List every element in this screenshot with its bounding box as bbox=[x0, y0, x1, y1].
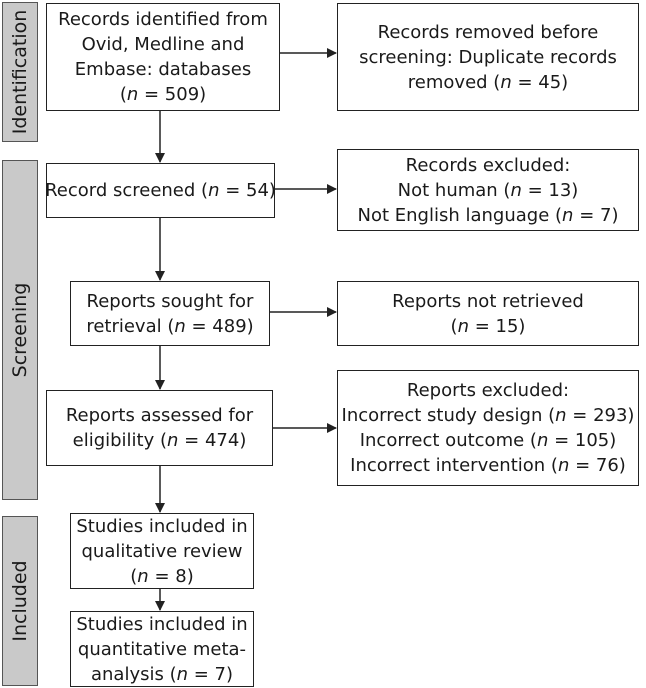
box-line: Incorrect intervention (n = 76) bbox=[350, 455, 626, 476]
box-line: qualitative review bbox=[81, 540, 243, 562]
phase-identification: Identification bbox=[2, 2, 38, 142]
box-line: Reports excluded: bbox=[406, 380, 570, 401]
box-line: Ovid, Medline and bbox=[81, 34, 245, 55]
box-line: Incorrect outcome (n = 105) bbox=[359, 430, 617, 451]
box-line: Not English language (n = 7) bbox=[357, 204, 619, 226]
box-reports-sought: Reports sought for retrieval (n = 489) bbox=[70, 281, 270, 346]
box-line: retrieval (n = 489) bbox=[86, 315, 254, 337]
box-reports-not-retrieved: Reports not retrieved (n = 15) bbox=[337, 281, 639, 346]
box-line: Not human (n = 13) bbox=[397, 179, 579, 201]
box-records-identified: Records identified from Ovid, Medline an… bbox=[46, 3, 280, 111]
box-line: Reports sought for bbox=[86, 290, 254, 312]
box-reports-assessed: Reports assessed for eligibility (n = 47… bbox=[46, 390, 273, 466]
box-line: removed (n = 45) bbox=[407, 71, 569, 93]
box-record-screened: Record screened (n = 54) bbox=[45, 163, 276, 218]
phase-included: Included bbox=[2, 516, 38, 686]
box-line: Reports not retrieved bbox=[392, 290, 584, 312]
box-line: quantitative meta- bbox=[77, 638, 247, 660]
box-line: screening: Duplicate records bbox=[359, 46, 617, 68]
box-line: Records excluded: bbox=[405, 154, 571, 176]
box-line: Record screened (n = 54) bbox=[45, 180, 276, 201]
phase-screening-label: Screening bbox=[9, 282, 31, 378]
box-line: Incorrect study design (n = 293) bbox=[341, 405, 635, 426]
phase-included-label: Included bbox=[9, 560, 31, 642]
box-line: Studies included in bbox=[76, 515, 248, 537]
box-line: Records removed before bbox=[377, 21, 599, 43]
phase-identification-label: Identification bbox=[9, 9, 31, 135]
box-quantitative-meta-analysis: Studies included in quantitative meta- a… bbox=[70, 611, 254, 687]
box-qualitative-review: Studies included in qualitative review (… bbox=[70, 513, 254, 589]
box-records-removed: Records removed before screening: Duplic… bbox=[337, 3, 639, 111]
box-line: (n = 15) bbox=[450, 315, 526, 337]
box-line: Records identified from bbox=[58, 9, 268, 30]
box-line: Reports assessed for bbox=[65, 405, 254, 426]
phase-screening: Screening bbox=[2, 160, 38, 500]
box-line: (n = 509) bbox=[119, 84, 207, 105]
box-records-excluded: Records excluded: Not human (n = 13) Not… bbox=[337, 149, 639, 231]
box-line: analysis (n = 7) bbox=[90, 663, 234, 685]
box-line: (n = 8) bbox=[130, 565, 194, 587]
box-line: eligibility (n = 474) bbox=[72, 430, 247, 451]
box-line: Embase: databases bbox=[74, 59, 252, 80]
box-line: Studies included in bbox=[76, 613, 248, 635]
box-reports-excluded: Reports excluded: Incorrect study design… bbox=[337, 370, 639, 486]
